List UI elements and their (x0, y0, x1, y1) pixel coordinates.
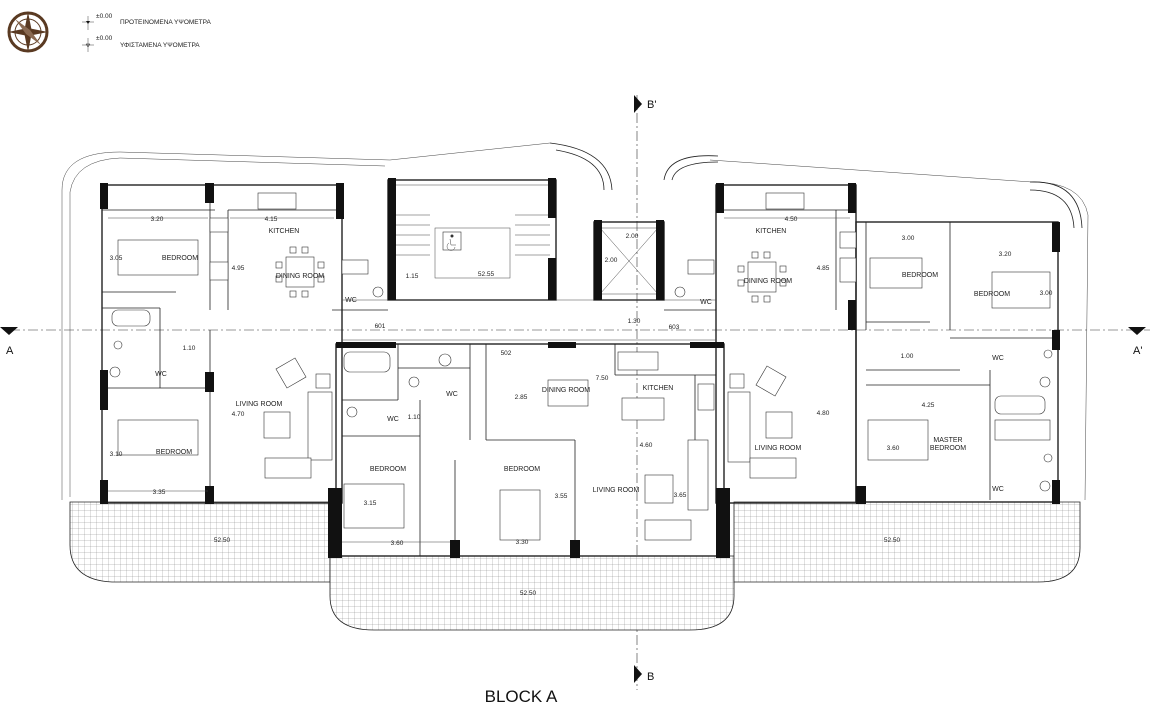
section-label-b-bottom: B (647, 671, 654, 683)
dim-601: 601 (375, 323, 386, 330)
room-kitchen-right: KITCHEN (756, 228, 787, 235)
dim-3-00-right: 3.00 (1040, 290, 1053, 297)
legend-existing-label: ΥΦΙΣΤΑΜΕΝΑ ΥΨΟΜΕΤΡΑ (120, 42, 200, 49)
plan-title: BLOCK A (485, 687, 558, 706)
dim-4-85: 4.85 (817, 265, 830, 272)
room-dining-right: DINING ROOM (744, 278, 792, 285)
dim-1-00: 1.00 (901, 353, 914, 360)
room-kitchen-left: KITCHEN (269, 228, 300, 235)
dim-2-00-b: 2.00 (605, 257, 618, 264)
section-label-b-top: B' (647, 99, 656, 111)
room-kitchen-center: KITCHEN (643, 385, 674, 392)
room-bedroom-left-2: BEDROOM (156, 449, 192, 456)
columns (100, 178, 1060, 558)
level-balcony-right: 52.50 (884, 537, 901, 544)
room-living-center: LIVING ROOM (593, 487, 640, 494)
dim-1-10: 1.10 (183, 345, 196, 352)
room-bedroom-center-1: BEDROOM (370, 466, 406, 473)
dim-4-70: 4.70 (232, 411, 245, 418)
room-living-left: LIVING ROOM (236, 401, 283, 408)
dim-3-05: 3.05 (110, 255, 123, 262)
legend-proposed-label: ΠΡΟΤΕΙΝΟΜΕΝΑ ΥΨΟΜΕΤΡΑ (120, 19, 211, 26)
room-master-line-2: BEDROOM (930, 445, 966, 452)
dim-4-50: 4.50 (785, 216, 798, 223)
level-balcony-center: 52.50 (520, 590, 537, 597)
room-wc-center-1: WC (387, 416, 399, 423)
room-wc-right-2: WC (992, 355, 1004, 362)
dim-2-85: 2.85 (515, 394, 528, 401)
dim-3-10: 3.10 (110, 451, 123, 458)
room-bedroom-center-2: BEDROOM (504, 466, 540, 473)
balcony-right (733, 501, 1081, 583)
dim-1-10-center: 1.10 (408, 414, 421, 421)
room-labels: KITCHEN DINING ROOM WC BEDROOM WC BEDROO… (155, 228, 1010, 494)
section-label-a-left: A (6, 345, 14, 357)
dim-3-20-right: 3.20 (999, 251, 1012, 258)
level-balcony-left: 52.50 (214, 537, 231, 544)
dim-4-25: 4.25 (922, 402, 935, 409)
legend-proposed-value: ±0.00 (96, 13, 113, 20)
dim-3-00: 3.00 (902, 235, 915, 242)
dim-4-80: 4.80 (817, 410, 830, 417)
dim-3-30: 3.30 (516, 539, 529, 546)
walls (101, 179, 1059, 557)
level-stair: 52.55 (478, 271, 495, 278)
stair-treads (395, 214, 550, 279)
room-living-right: LIVING ROOM (755, 445, 802, 452)
existing-level-symbol-icon (82, 38, 94, 52)
balcony-center (329, 555, 735, 631)
dim-4-15: 4.15 (265, 216, 278, 223)
room-bedroom-right-1: BEDROOM (902, 272, 938, 279)
room-dining-center: DINING ROOM (542, 387, 590, 394)
dim-3-15: 3.15 (364, 500, 377, 507)
dim-603: 603 (669, 324, 680, 331)
dim-502: 502 (501, 350, 512, 357)
section-label-a-right: A' (1133, 345, 1142, 357)
dim-3-60: 3.60 (391, 540, 404, 547)
furniture (109, 192, 1053, 541)
dim-3-65: 3.65 (674, 492, 687, 499)
dim-3-20: 3.20 (151, 216, 164, 223)
dim-3-35: 3.35 (153, 489, 166, 496)
room-bedroom-left-1: BEDROOM (162, 255, 198, 262)
compass-icon (7, 11, 49, 53)
dim-4-60: 4.60 (640, 442, 653, 449)
room-wc-right: WC (700, 299, 712, 306)
dim-3-55: 3.55 (555, 493, 568, 500)
dim-1-30: 1.30 (628, 318, 641, 325)
dim-7-50: 7.50 (596, 375, 609, 382)
dimension-labels: 3.20 4.15 3.05 4.95 1.15 1.10 4.70 3.10 … (108, 216, 1053, 547)
proposed-level-symbol-icon (82, 16, 94, 30)
legend-existing-value: ±0.00 (96, 35, 113, 42)
room-bedroom-right-2: BEDROOM (974, 291, 1010, 298)
balcony-left (69, 501, 331, 583)
legend: ±0.00 ΠΡΟΤΕΙΝΟΜΕΝΑ ΥΨΟΜΕΤΡΑ ±0.00 ΥΦΙΣΤΑ… (82, 13, 211, 52)
dim-1-15: 1.15 (406, 273, 419, 280)
room-wc-right-3: WC (992, 486, 1004, 493)
room-master-line-1: MASTER (933, 437, 962, 444)
room-wc-left: WC (345, 297, 357, 304)
roof-outline (61, 142, 1089, 501)
room-wc-center-2: WC (446, 391, 458, 398)
room-dining-left: DINING ROOM (276, 273, 324, 280)
dim-4-95: 4.95 (232, 265, 245, 272)
room-wc-left-2: WC (155, 371, 167, 378)
accessibility-icon (442, 231, 462, 251)
dim-2-00-a: 2.00 (626, 233, 639, 240)
section-line-a (0, 327, 1150, 335)
dim-3-60-right: 3.60 (887, 445, 900, 452)
